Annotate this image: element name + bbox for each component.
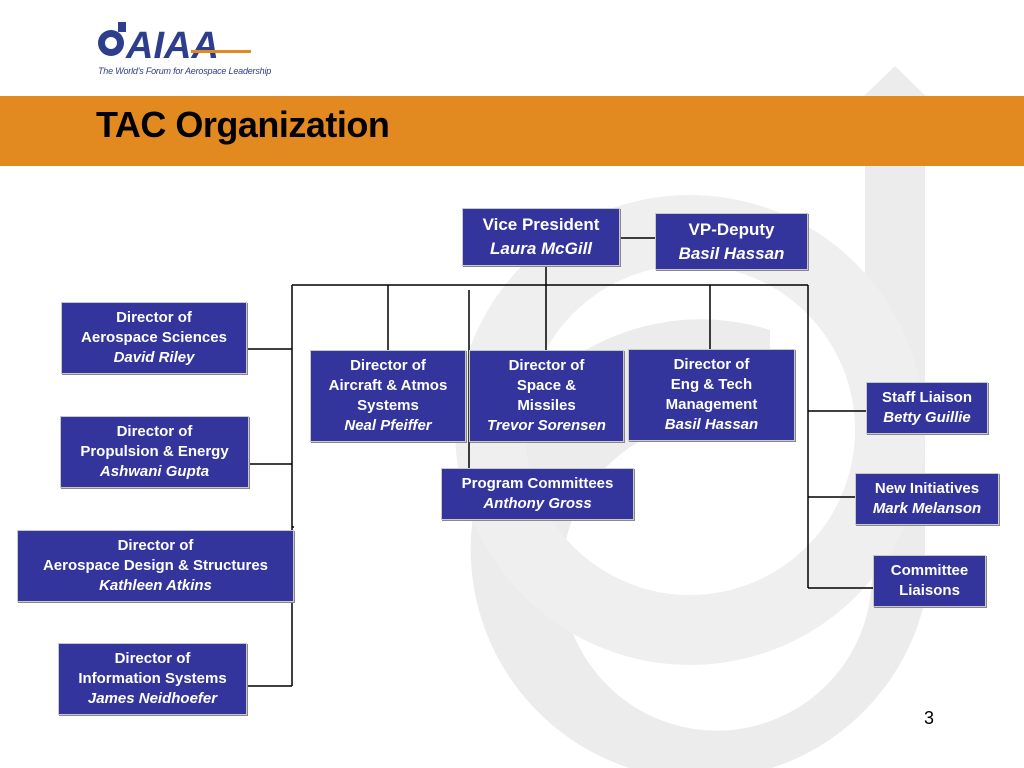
staff-liaison-role: Staff Liaison <box>881 389 972 406</box>
program-committees-name: Anthony Gross <box>483 495 592 512</box>
page-number: 3 <box>924 708 935 728</box>
director-design-structures-line1: Director of <box>117 537 194 554</box>
vice-president-box: Vice President Laura McGill <box>462 208 620 266</box>
director-space-missiles-line3: Missiles <box>517 397 576 414</box>
vice-president-name: Laura McGill <box>489 239 593 258</box>
logo-tagline: The World's Forum for Aerospace Leadersh… <box>98 66 272 76</box>
director-space-missiles-line2: Space & <box>516 377 577 394</box>
director-aircraft-atmos-line2: Aircraft & Atmos <box>328 377 448 394</box>
committee-liaisons-box: Committee Liaisons <box>873 555 986 607</box>
director-design-structures-line2: Aerospace Design & Structures <box>42 557 269 574</box>
title-banner <box>0 96 1024 166</box>
director-propulsion-energy-name: Ashwani Gupta <box>99 463 210 480</box>
aiaa-logo-mark: AIAA <box>98 22 251 67</box>
director-propulsion-energy-line1: Director of <box>116 423 193 440</box>
committee-liaisons-line1: Committee <box>890 562 969 579</box>
new-initiatives-role: New Initiatives <box>874 480 980 497</box>
director-eng-tech-mgmt-box: Director of Eng & Tech Management Basil … <box>628 349 795 441</box>
director-information-systems-line1: Director of <box>114 650 191 667</box>
director-aerospace-sciences-line2: Aerospace Sciences <box>81 329 227 346</box>
director-information-systems-line2: Information Systems <box>78 670 227 687</box>
staff-liaison-box: Staff Liaison Betty Guillie <box>866 382 988 434</box>
director-information-systems-box: Director of Information Systems James Ne… <box>58 643 247 715</box>
director-aircraft-atmos-line1: Director of <box>350 357 426 374</box>
program-committees-role: Program Committees <box>461 475 614 492</box>
director-aircraft-atmos-name: Neal Pfeiffer <box>344 417 432 434</box>
director-aerospace-sciences-line1: Director of <box>116 309 192 326</box>
director-aerospace-sciences-box: Director of Aerospace Sciences David Ril… <box>61 302 247 374</box>
director-design-structures-box: Director of Aerospace Design & Structure… <box>17 530 294 602</box>
director-aerospace-sciences-name: David Riley <box>113 349 195 366</box>
director-space-missiles-box: Director of Space & Missiles Trevor Sore… <box>469 350 624 442</box>
logo-wordmark: AIAA <box>125 25 219 66</box>
director-information-systems-name: James Neidhoefer <box>87 690 218 707</box>
vice-president-role: Vice President <box>482 215 600 234</box>
director-eng-tech-mgmt-line3: Management <box>665 396 758 413</box>
staff-liaison-name: Betty Guillie <box>883 409 971 426</box>
director-eng-tech-mgmt-line2: Eng & Tech <box>670 376 753 393</box>
director-aircraft-atmos-line3: Systems <box>357 397 419 414</box>
aiaa-logo: AIAA The World's Forum for Aerospace Lea… <box>96 18 271 82</box>
committee-liaisons-line2: Liaisons <box>899 582 960 599</box>
new-initiatives-name: Mark Melanson <box>872 500 982 517</box>
director-aircraft-atmos-box: Director of Aircraft & Atmos Systems Nea… <box>310 350 466 442</box>
director-propulsion-energy-line2: Propulsion & Energy <box>80 443 229 460</box>
director-space-missiles-name: Trevor Sorensen <box>487 417 606 434</box>
vp-deputy-box: VP-Deputy Basil Hassan <box>655 213 808 270</box>
vp-deputy-role: VP-Deputy <box>688 219 775 239</box>
vp-deputy-name: Basil Hassan <box>678 243 785 263</box>
new-initiatives-box: New Initiatives Mark Melanson <box>855 473 999 525</box>
slide-title: TAC Organization <box>96 104 390 145</box>
director-eng-tech-mgmt-name: Basil Hassan <box>664 416 759 433</box>
program-committees-box: Program Committees Anthony Gross <box>441 468 634 520</box>
director-design-structures-name: Kathleen Atkins <box>99 577 212 594</box>
director-eng-tech-mgmt-line1: Director of <box>673 356 750 373</box>
director-space-missiles-line1: Director of <box>508 357 585 374</box>
director-propulsion-energy-box: Director of Propulsion & Energy Ashwani … <box>60 416 249 488</box>
